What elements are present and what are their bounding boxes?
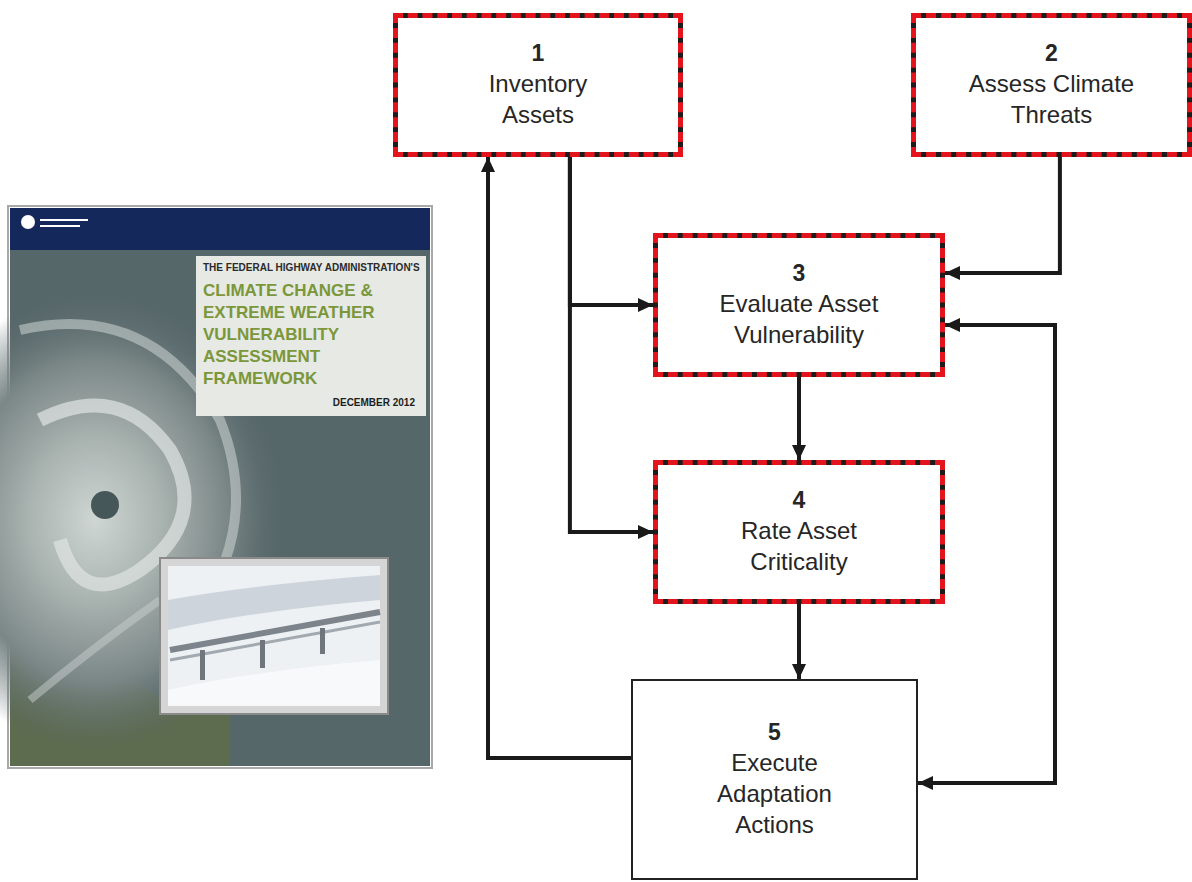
cover-text: THE FEDERAL HIGHWAY ADMINISTRATION'S	[203, 262, 425, 274]
cover-text: DECEMBER 2012	[203, 397, 415, 409]
flow-arrow	[570, 157, 653, 305]
step-number: 1	[532, 40, 545, 68]
step-number: 2	[1045, 40, 1058, 68]
flow-arrow	[945, 157, 1060, 273]
flow-arrow	[797, 377, 801, 460]
cover-text: CLIMATE CHANGE & EXTREME WEATHER VULNERA…	[203, 280, 421, 390]
step-label: Assess Climate Threats	[959, 68, 1144, 130]
step-label: Evaluate Asset Vulnerability	[707, 288, 892, 350]
highlighted-step-box: 4Rate Asset Criticality	[653, 460, 945, 604]
highlighted-step-box: 3Evaluate Asset Vulnerability	[653, 233, 945, 377]
step-label: Rate Asset Criticality	[707, 515, 892, 577]
step-number: 4	[793, 487, 806, 515]
highlighted-step-box: 1Inventory Assets	[393, 13, 683, 157]
step-box: 5Execute Adaptation Actions	[631, 679, 918, 880]
flow-arrow	[570, 157, 653, 532]
step-label: Inventory Assets	[463, 68, 613, 130]
flow-arrow	[797, 604, 801, 679]
flow-arrow	[488, 157, 631, 758]
step-label: Execute Adaptation Actions	[695, 747, 855, 841]
step-number: 3	[793, 260, 806, 288]
highlighted-step-box: 2Assess Climate Threats	[911, 13, 1192, 157]
step-number: 5	[768, 719, 781, 747]
